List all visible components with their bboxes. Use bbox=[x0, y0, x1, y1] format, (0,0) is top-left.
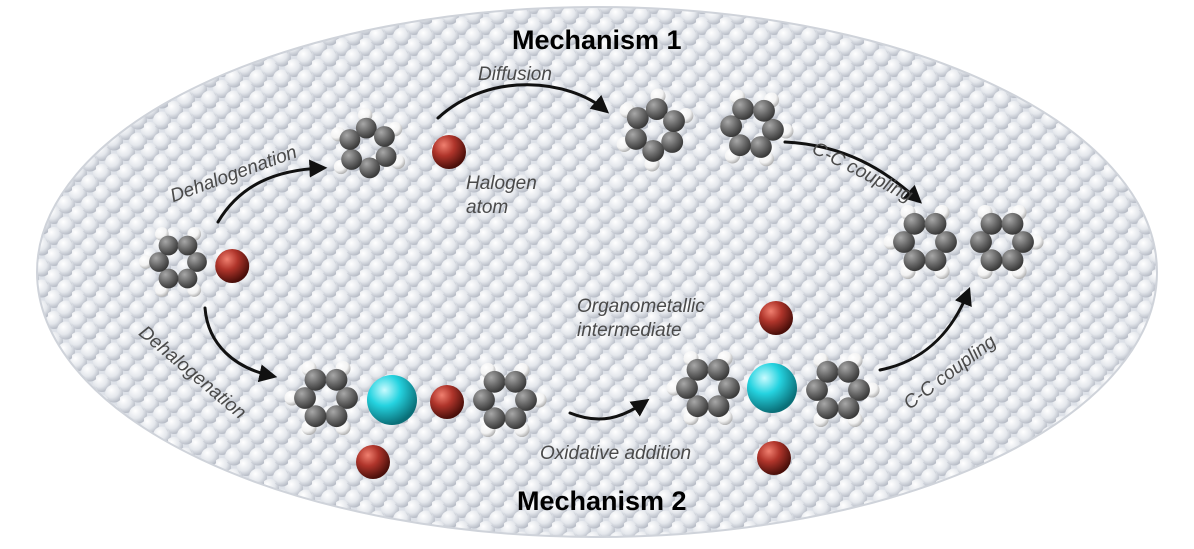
carbon-atom bbox=[504, 370, 527, 393]
arrow-cc-coupling-top bbox=[783, 140, 922, 204]
carbon-atom bbox=[980, 212, 1003, 235]
carbon-atom bbox=[1001, 249, 1024, 272]
carbon-atom bbox=[515, 389, 537, 411]
molecules-layer bbox=[138, 88, 1044, 479]
mechanism-2-title: Mechanism 2 bbox=[517, 486, 687, 516]
metal-adatom-complex bbox=[284, 360, 547, 479]
phenyl-radical-top bbox=[330, 107, 466, 179]
carbon-atom bbox=[325, 405, 348, 428]
carbon-atom bbox=[924, 249, 947, 272]
carbon-atom bbox=[753, 99, 775, 122]
hydrogen-atom bbox=[138, 255, 153, 269]
carbon-atom bbox=[837, 397, 860, 420]
carbon-atom bbox=[473, 389, 495, 411]
carbon-atom bbox=[720, 115, 743, 138]
halogen-atom bbox=[215, 249, 250, 283]
carbon-atom bbox=[483, 370, 506, 393]
carbon-atom bbox=[707, 395, 730, 418]
carbon-atom bbox=[663, 110, 685, 133]
carbon-atom bbox=[1001, 212, 1024, 235]
arrow-dehalogenation-bottom bbox=[203, 306, 278, 383]
halobenzene-start bbox=[138, 227, 250, 297]
carbon-atom bbox=[625, 127, 647, 150]
carbon-atom bbox=[158, 235, 179, 256]
carbon-atom bbox=[816, 397, 839, 420]
carbon-atom bbox=[304, 405, 327, 428]
carbon-atom bbox=[761, 118, 784, 141]
carbon-atom bbox=[980, 249, 1003, 272]
arrow-diffusion bbox=[436, 83, 610, 120]
carbon-atom bbox=[336, 387, 358, 409]
carbon-atom bbox=[707, 358, 730, 381]
carbon-atom bbox=[806, 379, 828, 401]
label-oxidative-addition: Oxidative addition bbox=[540, 443, 692, 464]
carbon-atom bbox=[935, 231, 957, 253]
carbon-atom bbox=[355, 117, 377, 139]
carbon-atom bbox=[304, 368, 327, 391]
carbon-atom bbox=[149, 252, 169, 272]
carbon-atom bbox=[325, 368, 348, 391]
carbon-atom bbox=[359, 157, 381, 179]
carbon-atom bbox=[375, 146, 397, 167]
arrows bbox=[203, 83, 972, 421]
halogen-atom bbox=[757, 441, 791, 475]
carbon-atom bbox=[903, 249, 926, 272]
phenyl-pair-diffused bbox=[616, 88, 794, 172]
metal-adatom bbox=[367, 375, 417, 425]
carbon-atom bbox=[893, 231, 915, 253]
organometallic-intermediate bbox=[666, 301, 880, 475]
carbon-atom bbox=[837, 360, 860, 383]
carbon-atom bbox=[661, 131, 684, 153]
halogen-atom bbox=[432, 135, 466, 169]
carbon-atom bbox=[483, 407, 506, 430]
carbon-atom bbox=[1012, 231, 1034, 253]
carbon-atom bbox=[187, 252, 207, 272]
carbon-atom bbox=[686, 395, 709, 418]
arrow-dehalogenation-top bbox=[216, 159, 328, 224]
carbon-atom bbox=[903, 212, 926, 235]
label-organometallic-intermediate: Organometallic intermediate bbox=[577, 296, 705, 341]
carbon-atom bbox=[732, 98, 755, 120]
carbon-atom bbox=[504, 407, 527, 430]
label-halogen-atom: Halogen atom bbox=[466, 173, 537, 219]
carbon-atom bbox=[294, 387, 316, 409]
biphenyl-product bbox=[883, 204, 1044, 280]
carbon-atom bbox=[177, 268, 198, 289]
carbon-atom bbox=[816, 360, 839, 383]
halogen-atom bbox=[356, 445, 390, 479]
carbon-atom bbox=[924, 212, 947, 235]
carbon-atom bbox=[718, 377, 740, 399]
mechanism-1-title: Mechanism 1 bbox=[512, 25, 682, 55]
carbon-atom bbox=[686, 358, 709, 381]
carbon-atom bbox=[645, 98, 668, 121]
arrow-cc-coupling-bottom bbox=[878, 286, 972, 372]
carbon-atom bbox=[374, 126, 395, 147]
carbon-atom bbox=[177, 235, 198, 256]
label-diffusion: Diffusion bbox=[478, 64, 552, 85]
carbon-atom bbox=[339, 129, 361, 150]
carbon-atom bbox=[749, 136, 772, 158]
carbon-atom bbox=[341, 149, 362, 170]
carbon-atom bbox=[642, 139, 665, 162]
arrow-oxidative-addition bbox=[568, 398, 650, 421]
carbon-atom bbox=[626, 107, 649, 129]
halogen-atom bbox=[759, 301, 793, 335]
carbon-atom bbox=[970, 231, 992, 253]
halogen-atom bbox=[430, 385, 464, 419]
carbon-atom bbox=[676, 377, 698, 399]
carbon-atom bbox=[158, 268, 179, 289]
metal-adatom bbox=[747, 363, 797, 413]
surface-ellipse bbox=[37, 7, 1157, 537]
carbon-atom bbox=[729, 134, 751, 157]
carbon-atom bbox=[848, 379, 870, 401]
